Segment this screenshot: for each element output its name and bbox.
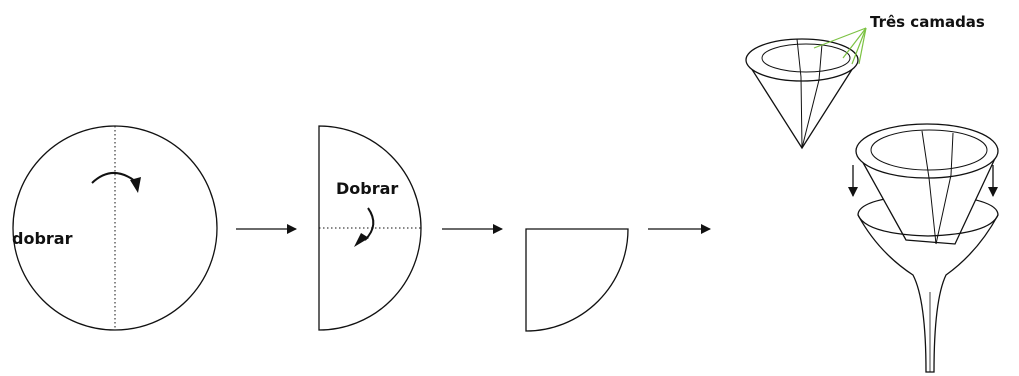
quarter-circle [525, 228, 629, 332]
label-dobrar: dobrar [12, 229, 73, 248]
label-dobrar-2: Dobrar [336, 179, 398, 198]
three-layers-leader-lines [813, 27, 867, 65]
circle-paper: dobrar [12, 125, 218, 331]
half-circle: Dobrar [318, 125, 422, 331]
cone-filter [745, 38, 859, 150]
funnel-with-filter [848, 123, 999, 373]
curved-fold-arrow [91, 172, 136, 184]
label-tres-camadas: Três camadas [870, 13, 985, 31]
curved-fold-arrowhead-2 [354, 233, 369, 247]
curved-fold-arrowhead [130, 177, 141, 193]
